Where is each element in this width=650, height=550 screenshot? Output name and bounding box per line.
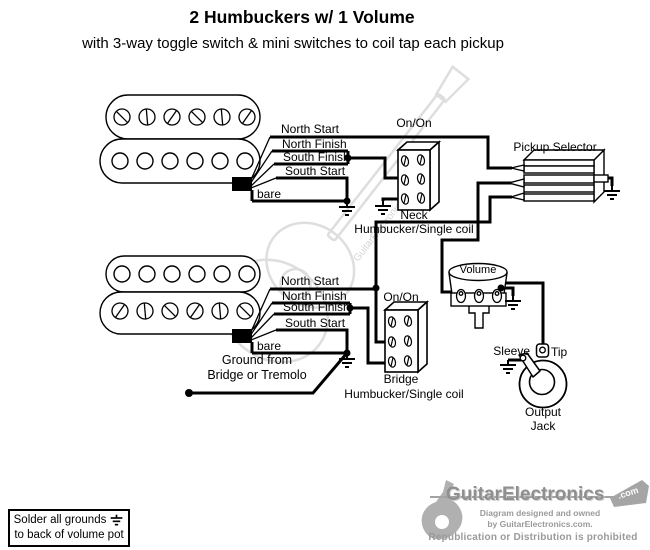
- watermark-guitar: [220, 64, 471, 364]
- bridge-finish-link-wire: [272, 301, 389, 365]
- branding-pennant-icon: .com: [610, 480, 649, 507]
- branding-logo-text: GuitarElectronics: [446, 484, 605, 505]
- solder-note-line2: to back of volume pot: [14, 529, 124, 541]
- volume-pot-label: Volume: [459, 264, 497, 276]
- page-title: 2 Humbuckers w/ 1 Volume: [189, 7, 415, 27]
- neck-wire-label-north-start: North Start: [281, 122, 340, 136]
- bridge-mini-switch: [382, 300, 430, 374]
- branding-block: GuitarElectronics .com Diagram designed …: [416, 476, 650, 550]
- solder-note-line1: Solder all grounds: [13, 514, 107, 526]
- neck-north-start-wire: [270, 135, 512, 170]
- bridge-wire-label-north-finish: North Finish: [282, 289, 347, 303]
- bridge-switch-mode-label: On/On: [383, 290, 419, 304]
- neck-wire-label-south-finish: South Finish: [283, 150, 350, 164]
- volume-pot-drawing: [448, 262, 508, 329]
- neck-switch-name-label: Neck: [400, 208, 428, 222]
- bridge-wire-label-north-start: North Start: [281, 274, 340, 288]
- page-subtitle: with 3-way toggle switch & mini switches…: [82, 35, 504, 52]
- neck-switch-desc-label: Humbucker/Single coil: [354, 222, 474, 236]
- bridge-switch-name-label: Bridge: [383, 372, 419, 386]
- output-jack-label-line2: Jack: [530, 419, 556, 433]
- pickup-selector-label: Pickup Selector: [513, 140, 597, 154]
- tremolo-ground-note-line1: Ground from: [221, 353, 293, 367]
- neck-wire-label-bare: bare: [257, 187, 282, 201]
- branding-credit-line2: by GuitarElectronics.com.: [487, 519, 593, 529]
- bridge-wire-label-south-start: South Start: [285, 316, 346, 330]
- output-jack-label: Output Jack: [514, 405, 572, 433]
- bridge-pickup-leads: [249, 288, 277, 341]
- neck-switch-mode-label: On/On: [396, 116, 432, 130]
- neck-pickup-drawing: [99, 94, 261, 191]
- bridge-switch-desc-label: Humbucker/Single coil: [344, 387, 464, 401]
- solder-junction-dots: [185, 154, 505, 397]
- branding-guitar-icon: [421, 480, 463, 540]
- output-jack-label-line1: Output: [524, 405, 562, 419]
- neck-pickup-leads: [249, 136, 277, 189]
- branding-credit-line1: Diagram designed and owned: [479, 508, 601, 518]
- selector-to-volume-wire: [440, 181, 512, 294]
- tremolo-ground-wire: [189, 352, 349, 395]
- neck-mini-switch: [395, 140, 442, 212]
- branding-strike-line: [430, 496, 646, 498]
- neck-south-start-ground-wire: [250, 176, 349, 203]
- tremolo-ground-note-line2: Bridge or Tremolo: [207, 368, 307, 382]
- bridge-wire-label-bare: bare: [257, 339, 282, 353]
- branding-notice: Republication or Distribution is prohibi…: [428, 532, 638, 543]
- pickup-selector-drawing: [506, 148, 609, 204]
- neck-finish-link-wire: [272, 149, 401, 180]
- ground-icon: [111, 514, 123, 526]
- bridge-wire-label-south-finish: South Finish: [283, 300, 350, 314]
- neck-wire-label-north-finish: North Finish: [282, 137, 347, 151]
- jack-tip-label: Tip: [551, 345, 568, 359]
- jack-sleeve-label: Sleeve: [493, 344, 530, 358]
- neck-wire-label-south-start: South Start: [285, 164, 346, 178]
- tremolo-ground-note: Ground from Bridge or Tremolo: [183, 353, 331, 383]
- bridge-south-start-ground-wire: [250, 328, 349, 355]
- solder-note-box: Solder all grounds to back of volume pot: [8, 509, 130, 547]
- bridge-pickup-drawing: [99, 255, 261, 343]
- neck-switch-ground-stub: [381, 197, 401, 201]
- output-jack-drawing: [518, 343, 568, 409]
